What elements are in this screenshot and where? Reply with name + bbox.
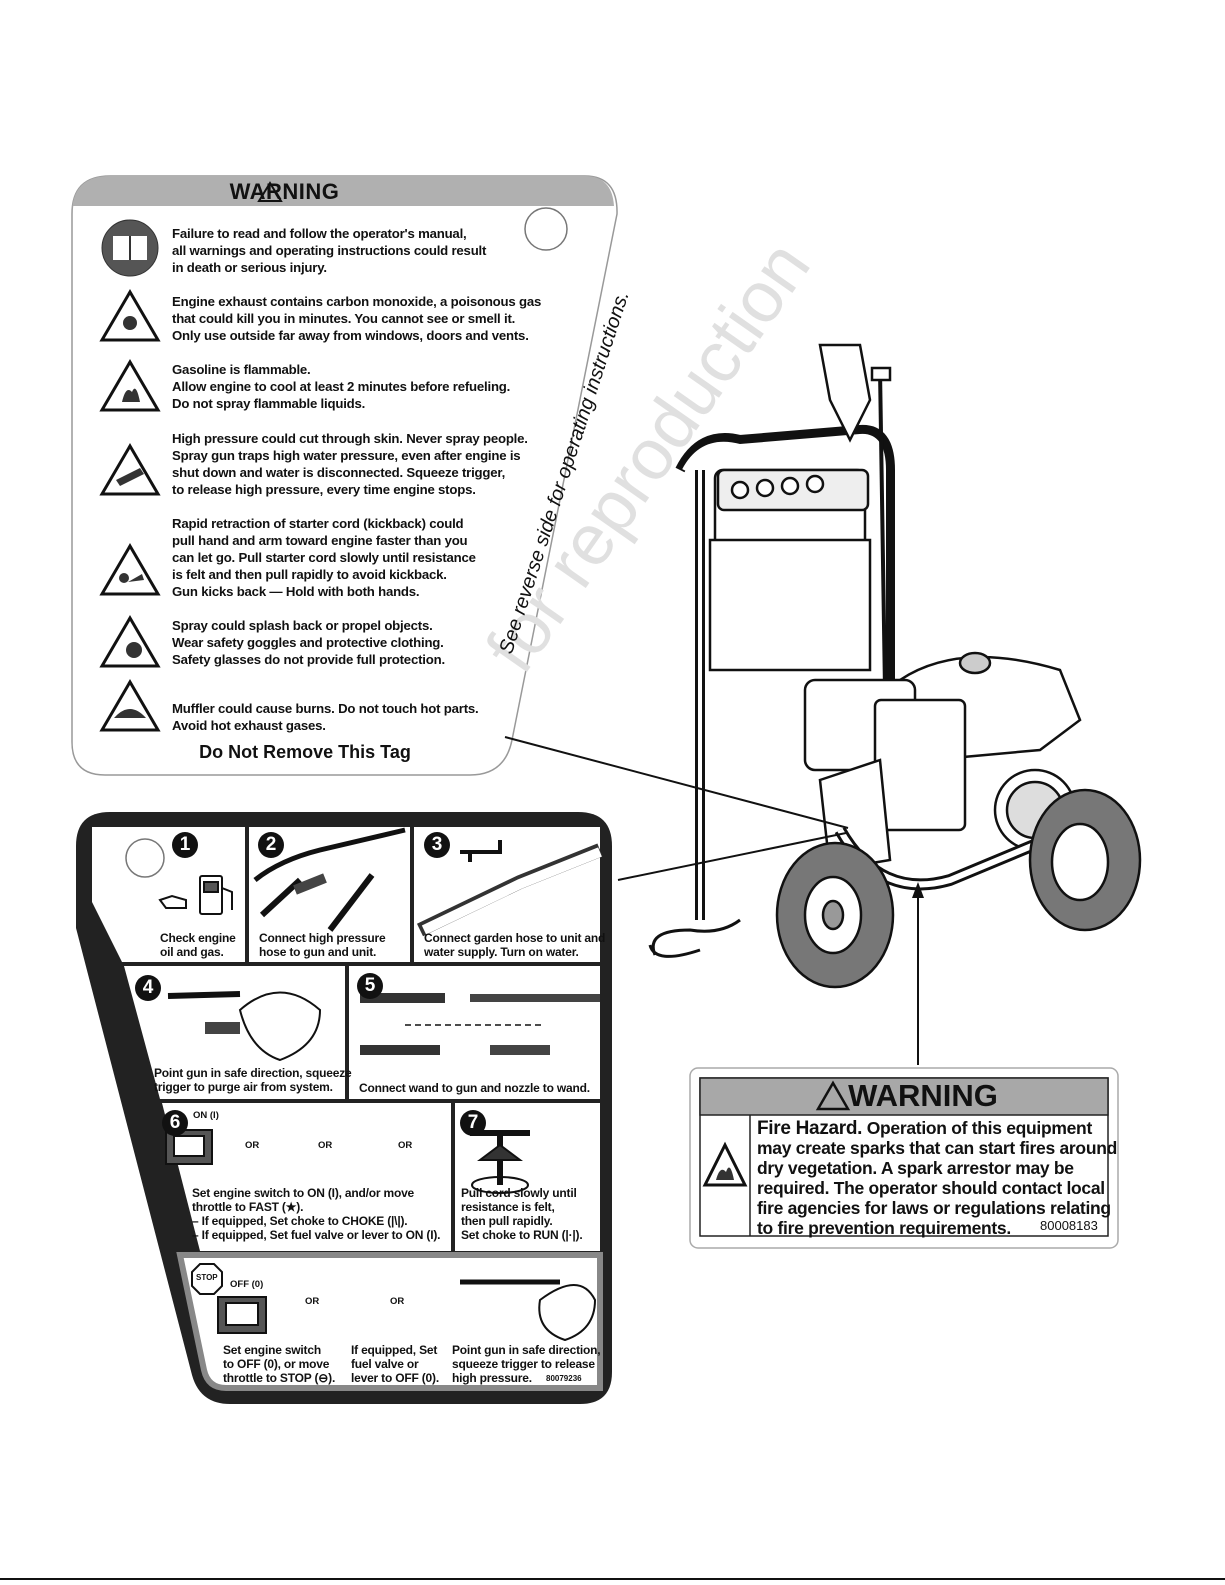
step-1-number: 1	[172, 832, 198, 858]
fire-hazard-icon	[702, 1141, 748, 1187]
step-2-number: 2	[258, 832, 284, 858]
or-label: OR	[390, 1296, 405, 1307]
tag-header-band	[72, 176, 614, 214]
stop-cell	[176, 1252, 603, 1391]
stop-label: STOP	[196, 1273, 218, 1282]
fire-warning-line: fire agencies for laws or regulations re…	[757, 1198, 1111, 1218]
step-6-on-label: ON (I)	[193, 1110, 219, 1121]
eye-protection-icon	[99, 615, 161, 668]
stop-code: 80079236	[546, 1374, 582, 1383]
step-7-number: 7	[460, 1110, 486, 1136]
kickback-hazard-icon	[99, 543, 161, 596]
manual-icon	[101, 219, 159, 277]
fire-warning-line: to fire prevention requirements.	[757, 1218, 1011, 1238]
warning-manual: Failure to read and follow the operator'…	[172, 226, 487, 275]
high-pressure-spray-icon	[99, 443, 161, 496]
flame-hazard-icon	[99, 359, 161, 412]
step-5-caption: Connect wand to gun and nozzle to wand.	[359, 1081, 590, 1095]
warning-high-pressure: High pressure could cut through skin. Ne…	[172, 431, 528, 497]
fire-warning-code: 80008183	[1040, 1218, 1098, 1233]
fire-warning-title: WARNING	[848, 1078, 998, 1113]
or-label: OR	[318, 1140, 333, 1151]
fire-warning-line: Fire Hazard. Operation of this equipment	[757, 1118, 1092, 1139]
stop-caption-gun: Point gun in safe direction,squeeze trig…	[452, 1343, 601, 1385]
stop-off-label: OFF (0)	[230, 1279, 264, 1290]
warning-muffler: Muffler could cause burns. Do not touch …	[172, 701, 479, 733]
or-label: OR	[245, 1140, 260, 1151]
fire-warning-line: may create sparks that can start fires a…	[757, 1138, 1117, 1158]
oil-can-icon	[158, 894, 187, 909]
tag-warning-triangle-icon	[257, 181, 283, 202]
warning-exhaust: Engine exhaust contains carbon monoxide,…	[172, 294, 542, 343]
tag-hole	[524, 207, 568, 251]
fire-warning-line: required. The operator should contact lo…	[757, 1178, 1105, 1198]
warning-kickback: Rapid retraction of starter cord (kickba…	[172, 516, 476, 599]
warning-splash: Spray could splash back or propel object…	[172, 618, 445, 667]
fire-warning-line: dry vegetation. A spark arrestor may be	[757, 1158, 1074, 1178]
tag-footer: Do Not Remove This Tag	[199, 742, 411, 762]
step-5-number: 5	[357, 973, 383, 999]
or-label: OR	[305, 1296, 320, 1307]
step-stop-octagon	[191, 1263, 223, 1295]
pressure-washer-illustration	[648, 343, 1142, 989]
step-4-number: 4	[135, 975, 161, 1001]
fire-warning-triangle-icon	[815, 1080, 851, 1111]
step-3-number: 3	[424, 832, 450, 858]
tag-warning-title: WARNING	[229, 179, 340, 204]
warning-gasoline: Gasoline is flammable.Allow engine to co…	[172, 362, 511, 411]
step-6-number: 6	[162, 1110, 188, 1136]
or-label: OR	[398, 1140, 413, 1151]
step-6-caption: Set engine switch to ON (I), and/or move…	[192, 1186, 441, 1242]
